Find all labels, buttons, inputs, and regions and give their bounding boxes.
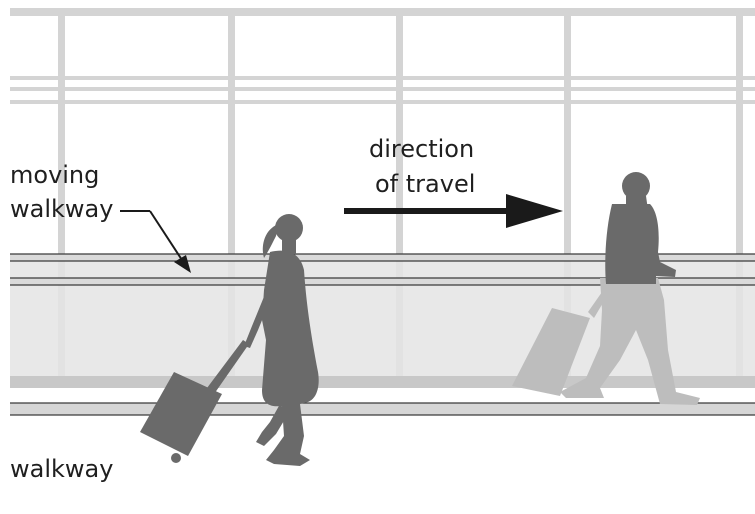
direction-label-line1: direction [369,135,474,163]
moving-walkway-label-line2: walkway [10,195,113,223]
direction-label-line2: of travel [375,170,475,198]
walkway-label: walkway [10,455,113,483]
moving-walkway-label-line1: moving [10,161,99,189]
right-arrow-icon [344,194,563,228]
